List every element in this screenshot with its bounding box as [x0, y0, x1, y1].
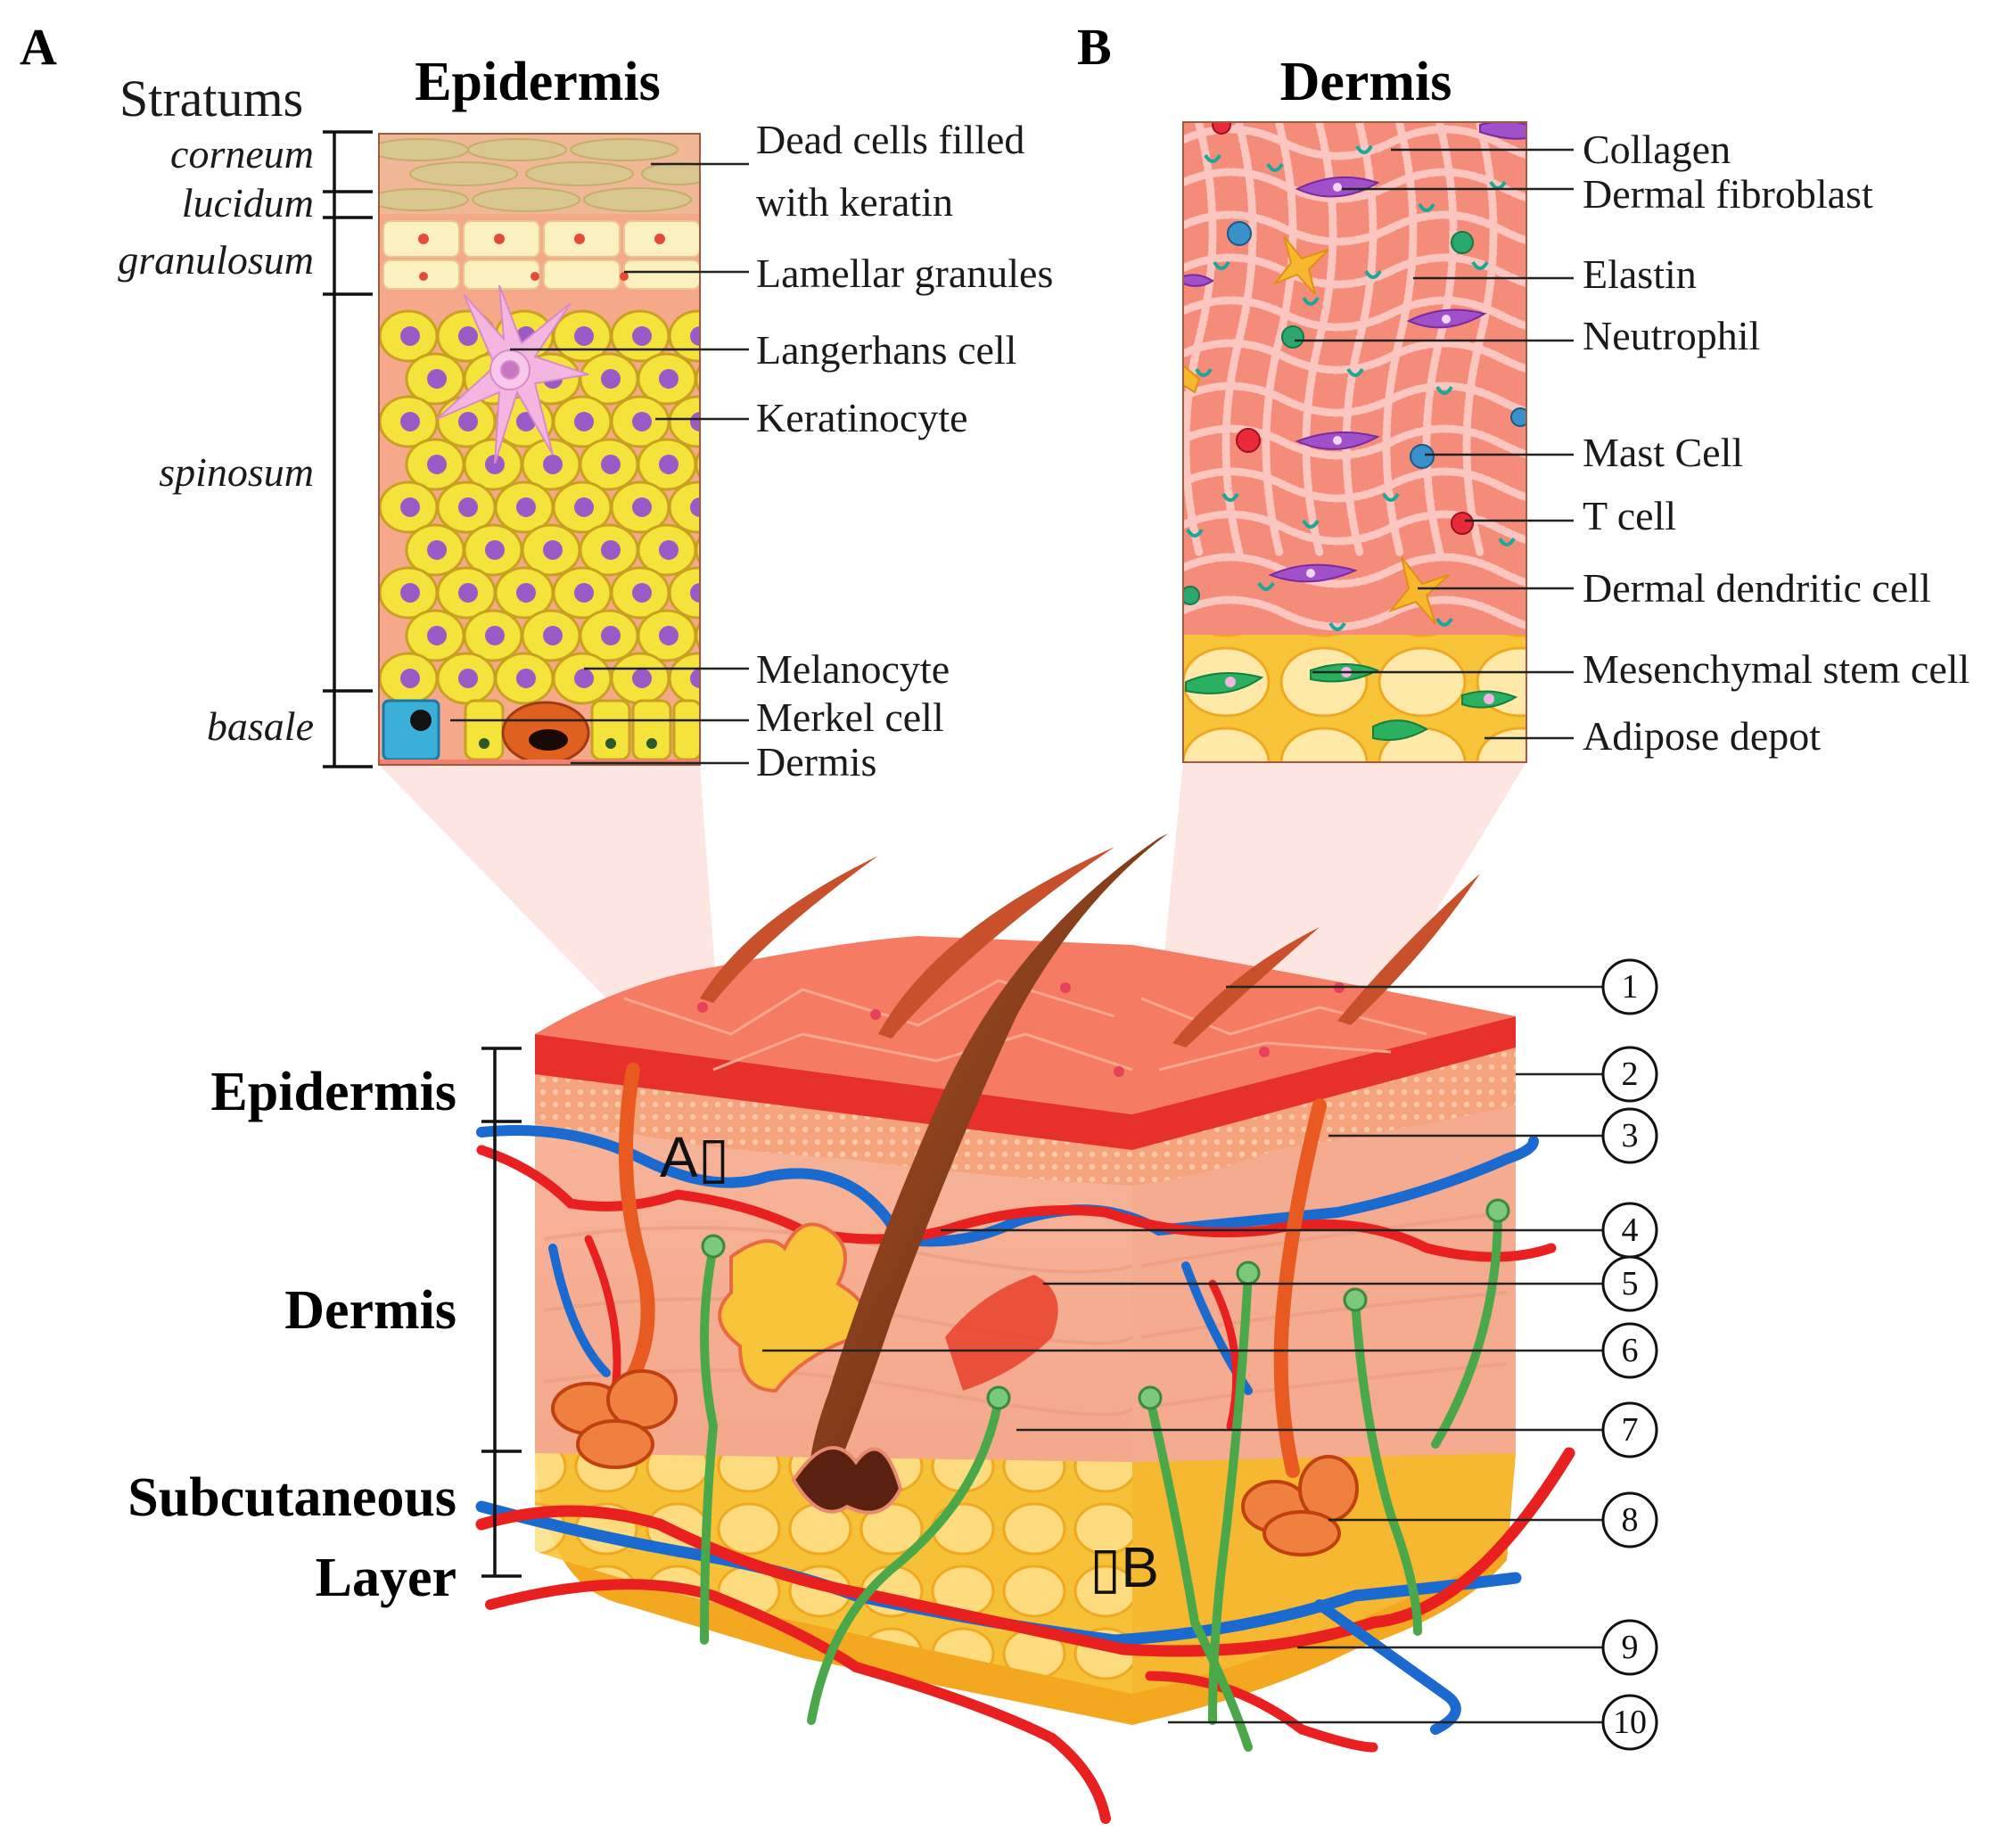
layer-labels: Epidermis Dermis Subcutaneous Layer — [127, 1047, 522, 1608]
callout-keratinocyte: Keratinocyte — [756, 395, 968, 440]
panel-b-callouts: Collagen Dermal fibroblast Elastin Neutr… — [1295, 127, 1970, 759]
callout-number-5: 5 — [1622, 1265, 1639, 1302]
callout-number-8: 8 — [1622, 1501, 1639, 1539]
dermis-inset-title: Dermis — [1280, 52, 1452, 112]
callout-number-10: 10 — [1613, 1704, 1647, 1741]
callout-mesenchymal-stem-cell: Mesenchymal stem cell — [1583, 646, 1970, 692]
callout-dermal-fibroblast: Dermal fibroblast — [1583, 171, 1873, 217]
callout-number-3: 3 — [1622, 1117, 1639, 1154]
callout-number-6: 6 — [1622, 1332, 1639, 1369]
stratum-brackets — [323, 130, 373, 768]
epidermis-inset-frame — [378, 133, 701, 766]
callout-number-7: 7 — [1622, 1411, 1639, 1449]
stratum-basale-label: basale — [207, 703, 314, 749]
zoom-cone-b — [1159, 762, 1526, 1007]
stratum-spinosum-label: spinosum — [159, 449, 314, 495]
callout-collagen: Collagen — [1583, 127, 1731, 172]
callout-number-9: 9 — [1622, 1629, 1639, 1666]
stratum-granulosum-label: granulosum — [118, 237, 314, 283]
stratums-heading: Stratums — [119, 70, 303, 127]
marker-b: ▯B — [1090, 1535, 1159, 1599]
layer-label-layer: Layer — [316, 1548, 456, 1608]
callout-adipose-depot: Adipose depot — [1583, 713, 1821, 759]
callout-t-cell: T cell — [1583, 493, 1676, 538]
callout-langerhans-cell: Langerhans cell — [756, 327, 1016, 373]
callout-number-1: 1 — [1622, 968, 1639, 1006]
layer-label-epidermis: Epidermis — [210, 1062, 456, 1122]
callout-neutrophil: Neutrophil — [1583, 313, 1760, 358]
callout-dermal-dendritic-cell: Dermal dendritic cell — [1583, 565, 1931, 611]
panel-label-a: A — [20, 18, 57, 76]
layer-label-dermis: Dermis — [284, 1280, 456, 1341]
layer-label-subcutaneous: Subcutaneous — [127, 1467, 456, 1528]
callout-merkel-cell: Merkel cell — [756, 694, 944, 740]
callout-dermis: Dermis — [756, 739, 876, 784]
callout-melanocyte: Melanocyte — [756, 646, 950, 692]
stratum-lucidum-label: lucidum — [182, 180, 314, 226]
callout-dead-cells-line1: Dead cells filled — [756, 117, 1024, 162]
skin-block-illustration: A▯ ▯B — [475, 834, 1575, 1824]
callout-elastin: Elastin — [1583, 251, 1697, 297]
dermis-inset-illustration — [1183, 122, 1526, 762]
callout-number-2: 2 — [1622, 1055, 1639, 1093]
panel-a-callouts: Dead cells filled with keratin Lamellar … — [450, 117, 1053, 784]
numbered-callouts: 1 2 3 4 5 6 7 8 9 10 — [762, 958, 1658, 1751]
callout-number-4: 4 — [1622, 1211, 1639, 1249]
dermis-inset-frame — [1182, 121, 1527, 763]
zoom-cone-a — [379, 765, 718, 1007]
callout-lamellar-granules: Lamellar granules — [756, 251, 1053, 296]
epidermis-inset-illustration — [379, 134, 700, 765]
panel-label-b: B — [1077, 18, 1112, 76]
marker-a: A▯ — [660, 1125, 729, 1189]
stratum-labels: corneum lucidum granulosum spinosum basa… — [118, 131, 314, 749]
callout-dead-cells-line2: with keratin — [756, 179, 953, 225]
callout-mast-cell: Mast Cell — [1583, 430, 1743, 475]
epidermis-inset-title: Epidermis — [415, 52, 661, 112]
stratum-corneum-label: corneum — [170, 131, 314, 177]
